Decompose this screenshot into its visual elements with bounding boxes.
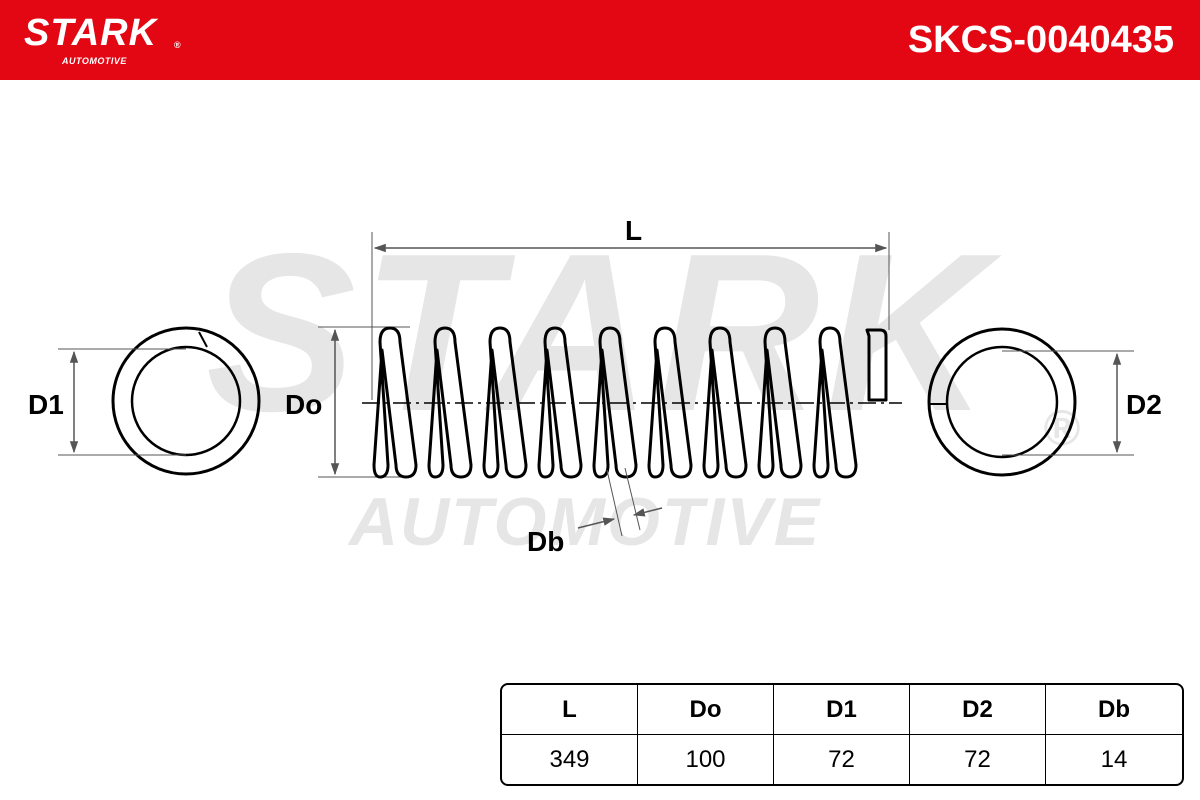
spring-coil [427,326,473,479]
spec-value-row: 349 100 72 72 14 [502,735,1182,784]
spec-table: L Do D1 D2 Db 349 100 72 72 14 [500,683,1184,786]
header-bar: STARK ® AUTOMOTIVE SKCS-0040435 [0,0,1200,80]
spec-value-l: 349 [502,735,638,784]
spec-value-d1: 72 [774,735,910,784]
spring-coil [757,326,803,479]
dimension-d2 [1002,350,1134,456]
spring-coil [812,326,858,479]
spring-coil [372,326,418,479]
part-number: SKCS-0040435 [907,19,1174,61]
spring-coil [647,326,693,479]
logo-registered-mark: ® [174,40,181,50]
spec-value-d2: 72 [910,735,1046,784]
spec-value-do: 100 [638,735,774,784]
label-l: L [625,215,643,246]
label-do: Do [285,389,323,420]
dimension-do [318,326,410,478]
spec-header-l: L [502,685,638,735]
dimension-d1 [58,348,186,456]
spring-coil [702,326,748,479]
spec-header-d2: D2 [910,685,1046,735]
logo-brand: STARK [24,12,158,54]
spec-header-db: Db [1046,685,1182,735]
spec-header-do: Do [638,685,774,735]
label-d2: D2 [1126,389,1162,420]
dimension-l [371,232,890,400]
spec-header-row: L Do D1 D2 Db [502,685,1182,735]
spec-value-db: 14 [1100,745,1128,773]
logo-subtitle: AUTOMOTIVE [62,56,127,66]
spring-coil [482,326,528,479]
spring-end-cap [865,328,888,402]
spring-body [372,326,888,479]
stark-logo: STARK ® AUTOMOTIVE [24,12,181,66]
end-view-left [111,326,261,476]
spec-header-d1: D1 [774,685,910,735]
dimension-db [577,467,663,537]
label-db: Db [527,526,565,557]
end-view-right [927,327,1077,477]
spring-coil [592,326,638,479]
label-d1: D1 [28,389,64,420]
watermark-subtitle: AUTOMOTIVE [347,484,822,560]
spring-coil [537,326,583,479]
